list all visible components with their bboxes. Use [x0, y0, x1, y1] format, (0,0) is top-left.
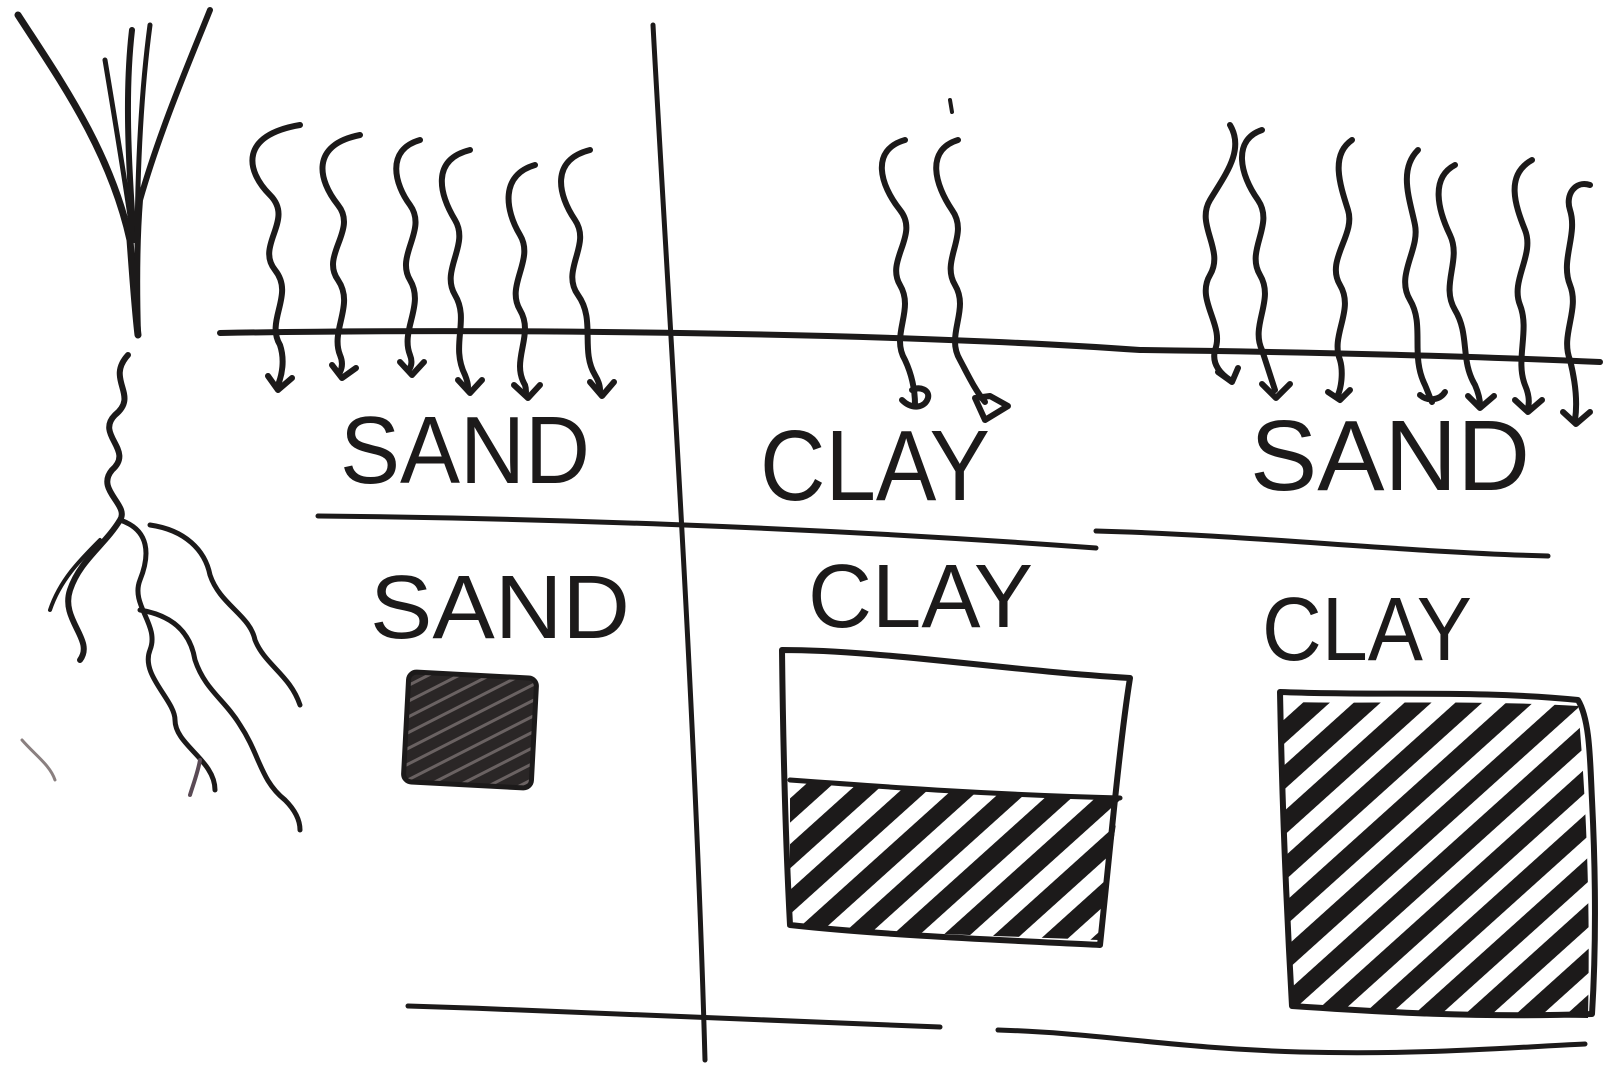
layer-label-lower-right: CLAY [1262, 580, 1472, 680]
water-arrow-icon [1439, 165, 1494, 408]
water-arrow-icon [1515, 160, 1542, 412]
bottom-line-right [998, 1030, 1585, 1053]
water-arrow-icon [1563, 184, 1590, 424]
layer-label-upper-middle: CLAY [760, 410, 990, 522]
water-arrow-icon [561, 150, 614, 396]
upper-layer-boundary-right [1096, 531, 1548, 556]
water-arrow-icon [509, 165, 540, 398]
hatched-water-icon [403, 672, 537, 789]
water-arrow-icon [442, 150, 482, 393]
water-arrows-sand-left [252, 125, 614, 398]
layer-label-upper-right: SAND [1250, 400, 1530, 512]
water-arrows-sand-right [1206, 125, 1590, 424]
tree-icon [18, 10, 210, 335]
water-arrow-icon [1328, 140, 1352, 400]
ground-surface-line [220, 331, 1600, 362]
storage-box-full [1280, 692, 1595, 1018]
water-arrow-icon [1242, 130, 1290, 398]
layer-label-upper-left: SAND [340, 397, 590, 504]
column-divider [653, 25, 705, 1060]
water-arrow-icon [322, 135, 360, 378]
layer-label-lower-left: SAND [370, 558, 630, 658]
bottom-line-left [408, 1006, 940, 1027]
water-arrow-icon [396, 140, 424, 375]
layer-label-lower-middle: CLAY [808, 547, 1033, 647]
water-arrow-icon [1206, 125, 1238, 382]
water-arrow-icon [882, 140, 928, 407]
water-arrows-clay [882, 100, 1008, 420]
water-arrow-icon [252, 125, 300, 390]
root-icon [22, 355, 300, 830]
storage-box-half [782, 650, 1130, 945]
water-arrow-icon [936, 140, 1008, 420]
